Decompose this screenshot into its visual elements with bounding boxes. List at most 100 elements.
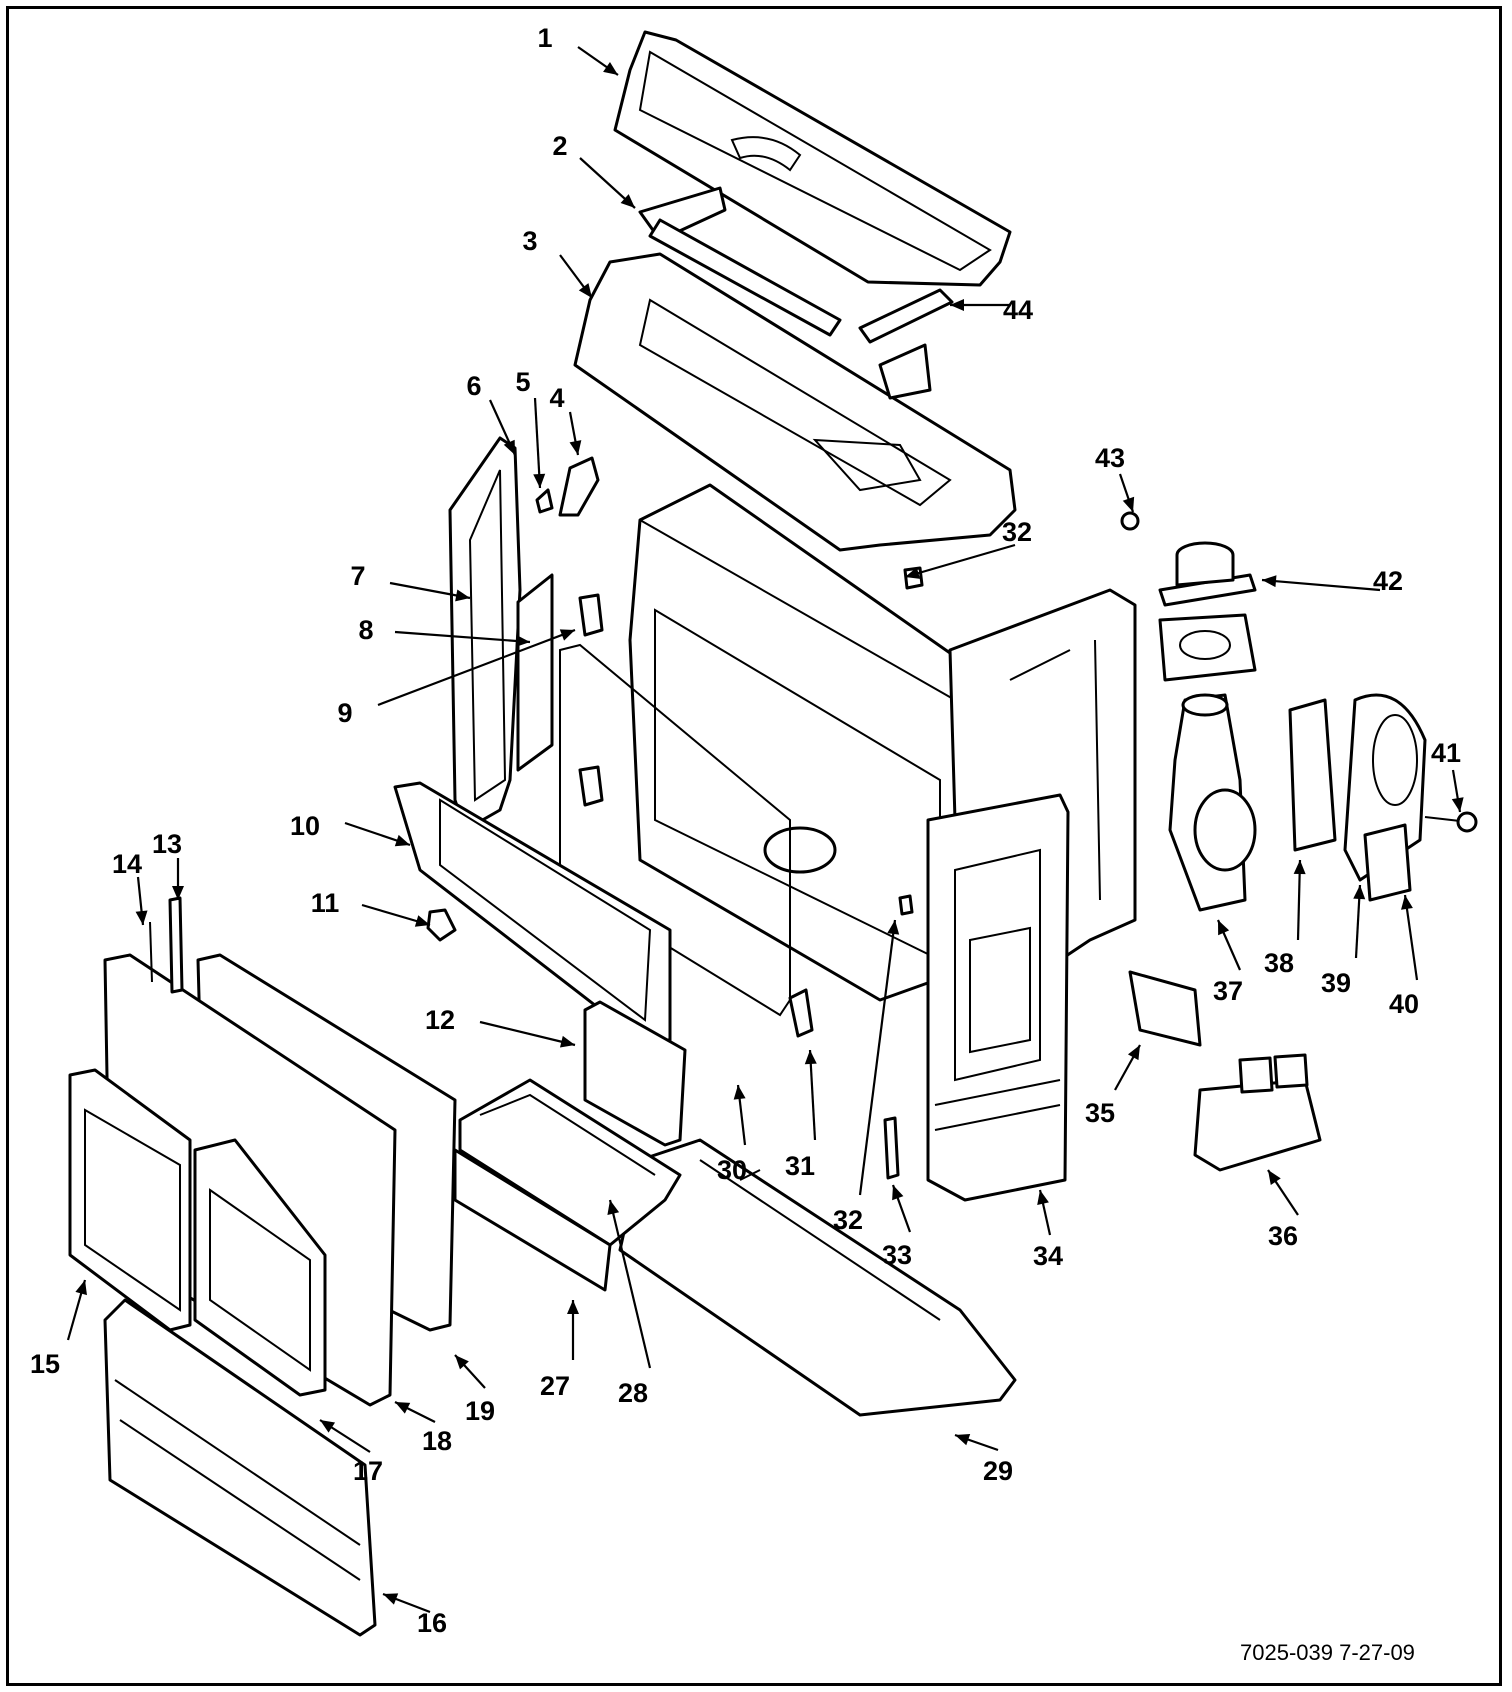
callout-14: 14 <box>112 849 142 879</box>
callout-43: 43 <box>1095 443 1125 473</box>
part-14-hinge-pin <box>149 921 153 983</box>
callout-4: 4 <box>549 383 564 413</box>
callout-8: 8 <box>358 615 373 645</box>
leader-12 <box>479 1020 576 1047</box>
arrowhead-12 <box>559 1035 575 1048</box>
callout-44: 44 <box>1003 295 1033 325</box>
callout-34: 34 <box>1033 1241 1063 1271</box>
callout-37: 37 <box>1213 976 1243 1006</box>
part-32-screw-lower <box>898 894 914 916</box>
leader-8 <box>394 630 531 644</box>
callout-15: 15 <box>30 1349 60 1379</box>
callout-42: 42 <box>1373 566 1403 596</box>
callout-12: 12 <box>425 1005 455 1035</box>
arrowhead-41 <box>1451 797 1464 812</box>
part-41-pin <box>1424 811 1478 833</box>
arrowhead-13 <box>172 886 184 900</box>
callout-7: 7 <box>350 561 365 591</box>
part-3-top-frame <box>573 252 1017 552</box>
part-9-clip-lower <box>578 765 604 807</box>
callout-32: 32 <box>833 1205 863 1235</box>
part-34-side-front-panel <box>926 793 1070 1202</box>
callout-18: 18 <box>422 1426 452 1456</box>
arrowhead-35 <box>1127 1045 1140 1061</box>
arrowhead-1 <box>603 62 618 75</box>
leader-31 <box>808 1049 817 1141</box>
arrowhead-30 <box>733 1085 746 1100</box>
arrowhead-11 <box>414 915 430 927</box>
arrowhead-10 <box>394 834 410 847</box>
part-9-clip-upper <box>578 593 604 637</box>
part-29-base <box>618 1138 1017 1417</box>
leader-9 <box>377 628 576 707</box>
callout-19: 19 <box>465 1396 495 1426</box>
arrowhead-43 <box>1122 496 1135 512</box>
part-42-flue-collar <box>1158 541 1257 682</box>
callout-28: 28 <box>618 1378 648 1408</box>
callout-5: 5 <box>515 367 530 397</box>
leader-5 <box>533 397 542 489</box>
part-6-side-panel <box>448 436 522 832</box>
part-8-glass-panel <box>516 573 554 772</box>
arrowhead-38 <box>1293 860 1306 875</box>
part-13-hinge-plate <box>168 896 184 994</box>
arrowhead-17 <box>320 1420 336 1433</box>
callout-38: 38 <box>1264 948 1294 978</box>
callout-36: 36 <box>1268 1221 1298 1251</box>
callout-10: 10 <box>290 811 320 841</box>
arrowhead-32 <box>887 920 900 935</box>
arrowhead-6 <box>503 439 515 455</box>
leader-42 <box>1261 578 1381 592</box>
arrowhead-37 <box>1218 920 1230 936</box>
leader-40 <box>1403 894 1419 981</box>
part-44-latch-bracket <box>858 288 954 400</box>
arrowhead-27 <box>567 1300 579 1314</box>
arrowhead-18 <box>395 1402 411 1414</box>
callout-27: 27 <box>540 1371 570 1401</box>
callout-11: 11 <box>311 888 340 918</box>
arrowhead-2 <box>620 194 635 208</box>
leader-lines <box>66 46 1464 1614</box>
callout-40: 40 <box>1389 989 1419 1019</box>
arrowhead-19 <box>455 1355 469 1370</box>
firebox-body <box>628 483 1137 1002</box>
part-37-exhaust-blower <box>1168 693 1257 912</box>
callout-16: 16 <box>417 1608 447 1638</box>
leader-32 <box>904 543 1016 579</box>
arrowhead-42 <box>1262 575 1277 588</box>
part-1-top-lid <box>613 30 1012 287</box>
part-16-ash-lip <box>103 1298 377 1637</box>
part-31-handle <box>788 988 814 1038</box>
diagram-border <box>6 6 1502 1686</box>
arrowhead-34 <box>1037 1190 1049 1205</box>
leader-28 <box>608 1199 652 1369</box>
arrowhead-32 <box>905 567 921 579</box>
arrowhead-16 <box>383 1593 399 1605</box>
part-33-bracket <box>883 1116 900 1180</box>
callout-9: 9 <box>337 698 352 728</box>
arrowhead-14 <box>135 910 148 925</box>
arrowhead-29 <box>955 1433 971 1446</box>
part-40-gasket <box>1363 823 1412 902</box>
part-17-door <box>193 1138 327 1397</box>
callout-31: 31 <box>785 1151 815 1181</box>
callout-6: 6 <box>466 371 481 401</box>
callout-1: 1 <box>537 23 552 53</box>
part-35-access-plate <box>1128 970 1202 1047</box>
part-4-bracket <box>558 456 600 517</box>
callout-33: 33 <box>882 1240 912 1270</box>
drawing-number: 7025-039 7-27-09 <box>1240 1640 1415 1665</box>
arrowhead-44 <box>950 299 964 311</box>
arrowhead-8 <box>515 634 530 647</box>
callout-2: 2 <box>552 131 567 161</box>
callout-29: 29 <box>983 1456 1013 1486</box>
part-12-plate <box>583 1000 687 1147</box>
part-43-knob <box>1120 511 1140 531</box>
callout-30: 30 <box>717 1155 747 1185</box>
part-2-hinge <box>638 186 842 337</box>
callout-32: 32 <box>1002 517 1032 547</box>
arrowhead-36 <box>1268 1170 1281 1185</box>
part-15-door <box>68 1068 192 1332</box>
